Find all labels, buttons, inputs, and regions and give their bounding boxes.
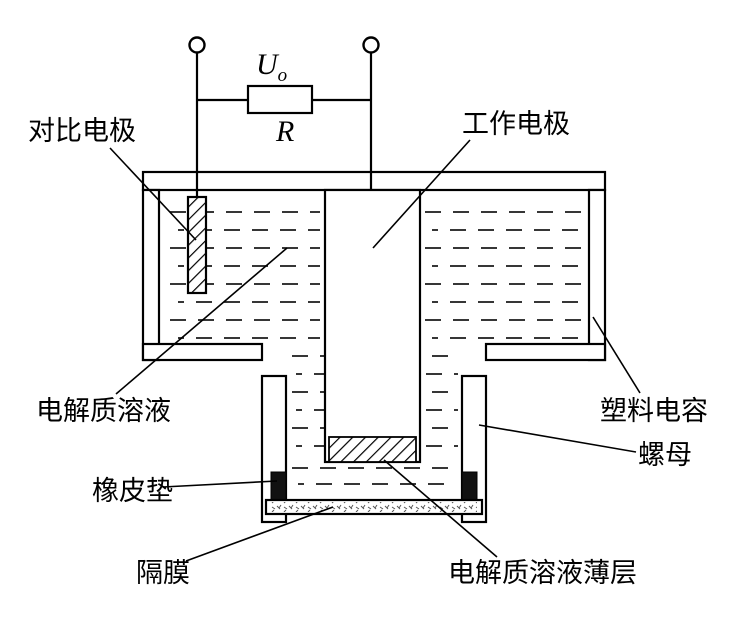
vessel-body <box>141 170 607 362</box>
voltage-letter: U <box>256 48 280 81</box>
vessel-shelf-left <box>141 342 264 362</box>
vessel-lid <box>141 170 607 192</box>
leader-diaphragm <box>185 506 334 562</box>
working-electrode <box>323 188 422 464</box>
label-thin-layer: 电解质溶液薄层 <box>448 558 637 588</box>
reference-electrode <box>186 195 208 295</box>
text-labels: 对比电极 工作电极 电解质溶液 塑料电容 螺母 橡皮垫 隔膜 电解质溶液薄层 <box>28 109 708 588</box>
working-electrode-group <box>323 52 422 464</box>
label-plastic-shell: 塑料电容 <box>600 396 708 426</box>
rubber-pad-right <box>461 471 478 501</box>
leader-plastic-shell <box>592 316 641 394</box>
reference-electrode-group <box>186 52 208 295</box>
voltage-subscript: o <box>278 65 288 86</box>
terminal-right <box>362 36 380 54</box>
voltage-label: Uo <box>256 48 287 86</box>
terminal-left <box>188 36 206 54</box>
label-diaphragm: 隔膜 <box>136 558 190 588</box>
label-rubber-pad: 橡皮垫 <box>92 476 173 506</box>
leader-lines <box>109 139 641 562</box>
leader-working-electrode <box>372 139 471 249</box>
electrode-tip-hatch <box>328 436 417 463</box>
rubber-pad-left <box>270 471 287 501</box>
label-electrolyte-solution: 电解质溶液 <box>36 396 171 426</box>
leader-reference-electrode <box>109 147 197 241</box>
leader-rubber-pad <box>162 480 278 488</box>
leader-thin-layer <box>383 459 498 558</box>
label-reference-electrode: 对比电极 <box>28 116 136 146</box>
leader-nut <box>478 424 637 453</box>
thin-layer-speckle <box>271 502 477 512</box>
vessel-wall-right <box>587 188 607 362</box>
label-nut: 螺母 <box>638 440 692 470</box>
vessel-shelf-right <box>484 342 607 362</box>
label-working-electrode: 工作电极 <box>462 109 570 139</box>
neck-assembly <box>260 374 488 524</box>
resistor-label: R <box>275 115 294 148</box>
resistor-box <box>246 84 314 115</box>
leader-electrolyte-solution <box>115 247 288 395</box>
vessel-wall-left <box>141 188 161 362</box>
external-circuit: Uo R <box>188 36 380 148</box>
